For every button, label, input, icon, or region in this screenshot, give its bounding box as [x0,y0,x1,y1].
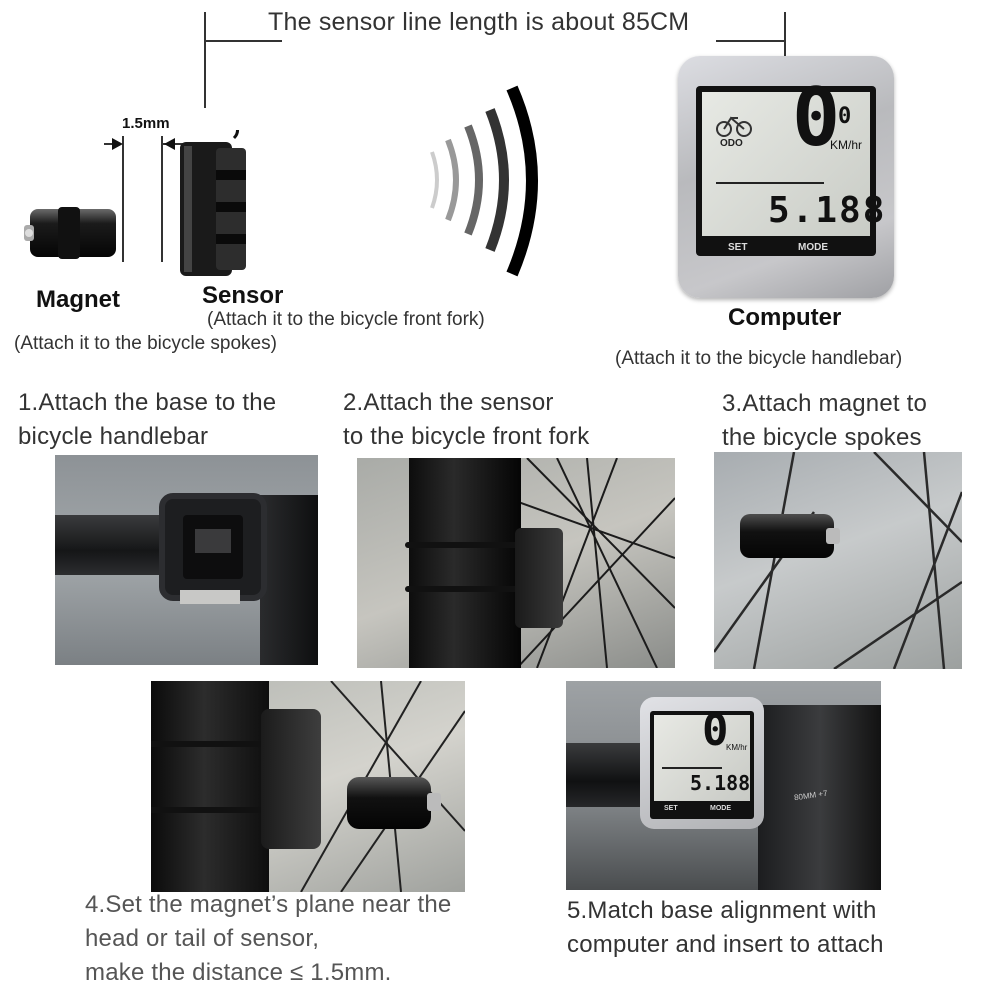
step4-photo [151,681,465,892]
sensor-closeup [261,709,321,849]
handlebar-stem: 80MM +7 [758,705,881,890]
step2-photo [357,458,675,668]
magnet-on-spoke [740,514,834,558]
distance-value: 5.188 [768,190,887,231]
step2-caption-line2: to the bicycle front fork [343,423,590,450]
set-button-label: SET [728,242,748,253]
sensor-on-fork [515,528,563,628]
magnet-note: (Attach it to the bicycle spokes) [14,333,277,354]
lcd-bezel: ODO 0 0 KM/hr 5.188 SET MODE [696,78,884,256]
step5-caption-line2: computer and insert to attach [567,931,884,958]
step3-caption-line2: the bicycle spokes [722,424,922,451]
odo-label: ODO [720,138,743,149]
mounted-computer: 0 KM/hr 5.188 SET MODE [640,697,764,829]
step1-caption-line2: bicycle handlebar [18,423,209,450]
handlebar-base-mount [159,493,267,601]
step4-caption-line2: head or tail of sensor, [85,925,320,952]
wireless-signal-icon [430,85,538,277]
step3-photo [714,452,962,669]
magnet-label: Magnet [36,286,120,313]
fork-blade [151,681,269,892]
step5-photo: 80MM +7 0 KM/hr 5.188 SET MODE [566,681,881,890]
sensor-note: (Attach it to the bicycle front fork) [207,309,485,330]
step4-caption-line3: make the distance ≤ 1.5mm. [85,959,392,986]
step4-caption-line1: 4.Set the magnet’s plane near the [85,891,452,918]
computer-note: (Attach it to the bicycle handlebar) [615,348,903,369]
magnet-closeup [347,777,431,829]
mode-button-label: MODE [798,242,828,253]
speed-digit: 0 [792,71,841,164]
step5-caption-line1: 5.Match base alignment with [567,897,877,924]
step1-caption-line1: 1.Attach the base to the [18,389,277,416]
lcd-screen: ODO 0 0 KM/hr 5.188 [702,78,884,236]
speed-unit: KM/hr [830,138,863,152]
mounted-mode-label: MODE [710,805,731,812]
speed-decimal-digit: 0 [838,104,852,129]
step3-caption-line1: 3.Attach magnet to [722,390,928,417]
sensor-label: Sensor [202,282,284,309]
mounted-speed-digit: 0 [702,705,729,756]
stem-marking: 80MM +7 [793,788,829,803]
computer-illustration: ODO 0 0 KM/hr 5.188 SET MODE [678,56,894,298]
mounted-set-label: SET [664,805,678,812]
sensor-line-length-label: The sensor line length is about 85CM [268,8,690,36]
mounted-distance-value: 5.188 [690,771,751,795]
bicycle-icon [716,116,752,137]
sensor-illustration [180,130,246,276]
step2-caption-line1: 2.Attach the sensor [343,389,554,416]
gap-label: 1.5mm [122,115,170,132]
computer-label: Computer [728,304,842,331]
front-fork [409,458,521,668]
step1-photo [55,455,318,665]
magnet-illustration [24,207,116,259]
mounted-speed-unit: KM/hr [726,743,748,752]
